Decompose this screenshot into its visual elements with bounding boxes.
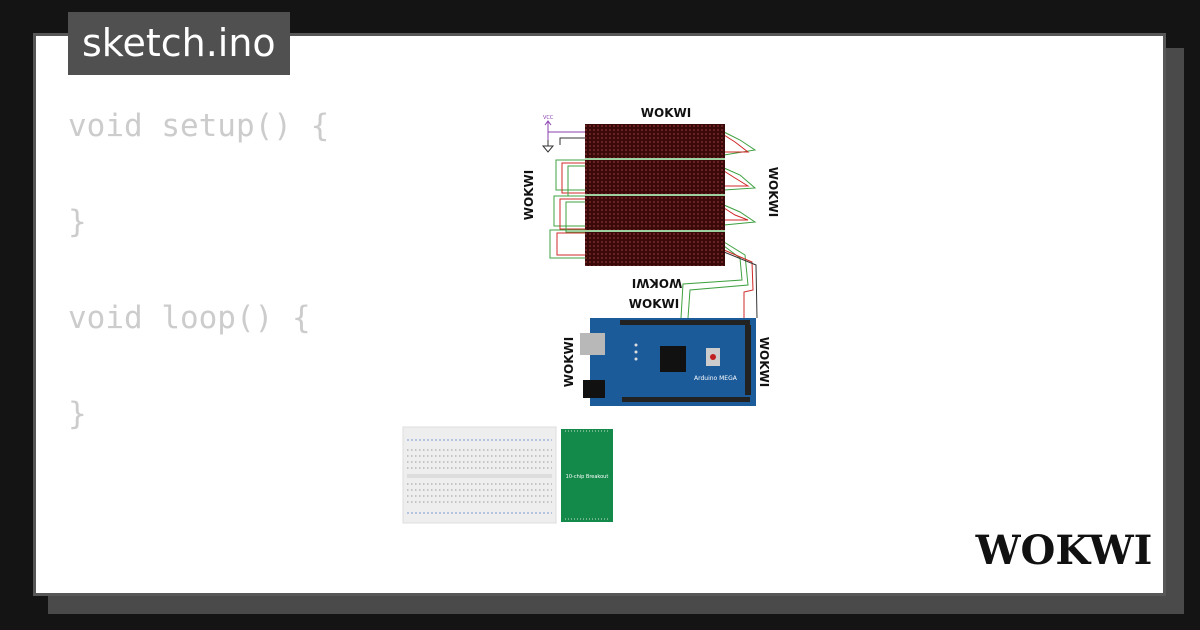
vcc-label: VCC: [543, 115, 554, 121]
board-name: Arduino MEGA: [694, 375, 738, 382]
wokwi-logo-icon: WOKWI: [975, 527, 1152, 574]
usb-port: [580, 333, 605, 355]
code-line: [68, 342, 329, 390]
power-jack: [583, 380, 605, 398]
board-label-top: WOKWI: [629, 297, 679, 311]
matrix-label-top: WOKWI: [641, 106, 691, 120]
header-pins-top: [620, 320, 750, 325]
logo-text: WOKWI: [975, 527, 1152, 574]
breakout-label: 10-chip Breakout: [566, 474, 609, 480]
code-line: void setup() {: [68, 108, 330, 144]
code-line: [68, 246, 329, 294]
circuit-diagram: VCC WOKWI WOKWI WOKWI WOKWI WOKWI WOKWI …: [402, 106, 780, 524]
code-line: void loop() {: [68, 300, 311, 336]
board-label-right: WOKWI: [757, 337, 771, 387]
filename-tab: sketch.ino: [68, 12, 290, 75]
chip-breakout: 10-chip Breakout: [561, 429, 613, 522]
matrix-module: [585, 160, 725, 194]
led-matrix: WOKWI WOKWI WOKWI WOKWI: [522, 106, 780, 290]
code-preview: void setup() { } void loop() { }: [68, 102, 329, 438]
code-line: }: [68, 204, 87, 240]
wiring-left: [547, 131, 585, 259]
matrix-label-left: WOKWI: [522, 170, 536, 220]
matrix-module: [585, 232, 725, 266]
header-pins-side: [745, 325, 751, 395]
wiring-right: [680, 131, 758, 319]
matrix-label-bottom: WOKWI: [632, 276, 682, 290]
reset-button: [710, 354, 716, 360]
matrix-module: [585, 124, 725, 158]
arduino-mega: WOKWI WOKWI WOKWI Arduino MEGA: [562, 297, 771, 406]
code-line: }: [68, 396, 87, 432]
matrix-module: [585, 196, 725, 230]
power-symbols: VCC: [541, 115, 555, 153]
breadboard: [402, 426, 557, 524]
microcontroller-chip: [660, 346, 686, 372]
matrix-label-right: WOKWI: [766, 167, 780, 217]
code-line: [68, 150, 329, 198]
board-label-left: WOKWI: [562, 337, 576, 387]
header-pins-bottom: [622, 397, 750, 402]
